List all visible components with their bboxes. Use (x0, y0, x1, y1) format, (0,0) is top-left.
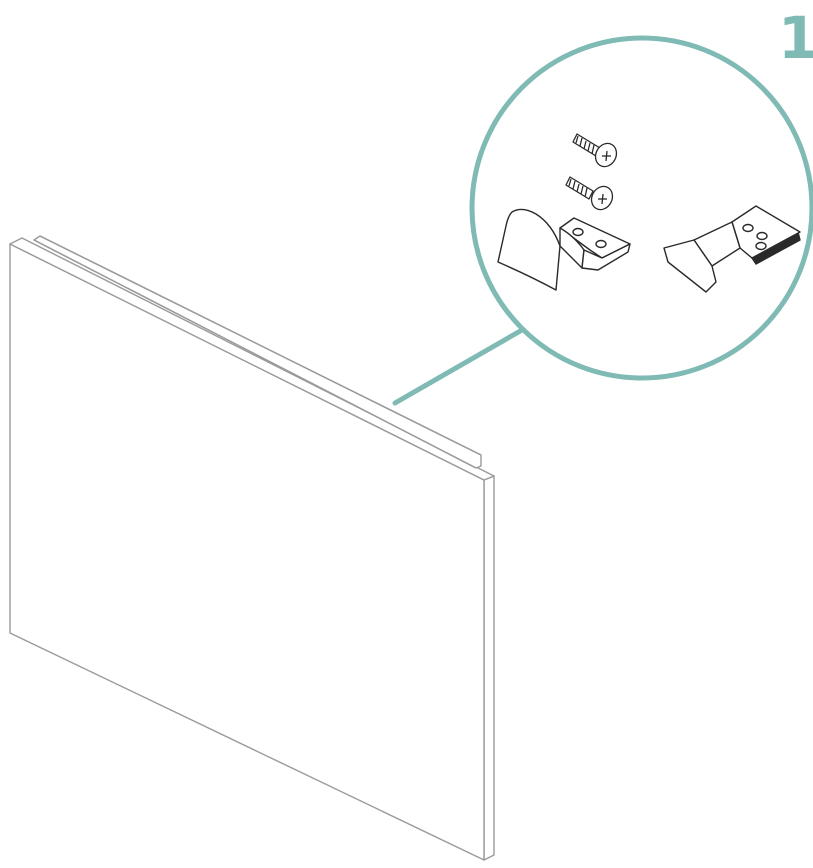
bent-bracket-icon (497, 208, 631, 291)
callout-circle (469, 35, 813, 381)
screw-icon (565, 176, 614, 211)
z-bracket-icon (663, 205, 801, 293)
step-number: 1 (778, 4, 813, 72)
callout-pointer (392, 327, 525, 406)
screw-icon (572, 133, 618, 168)
panel-icon (9, 235, 495, 861)
